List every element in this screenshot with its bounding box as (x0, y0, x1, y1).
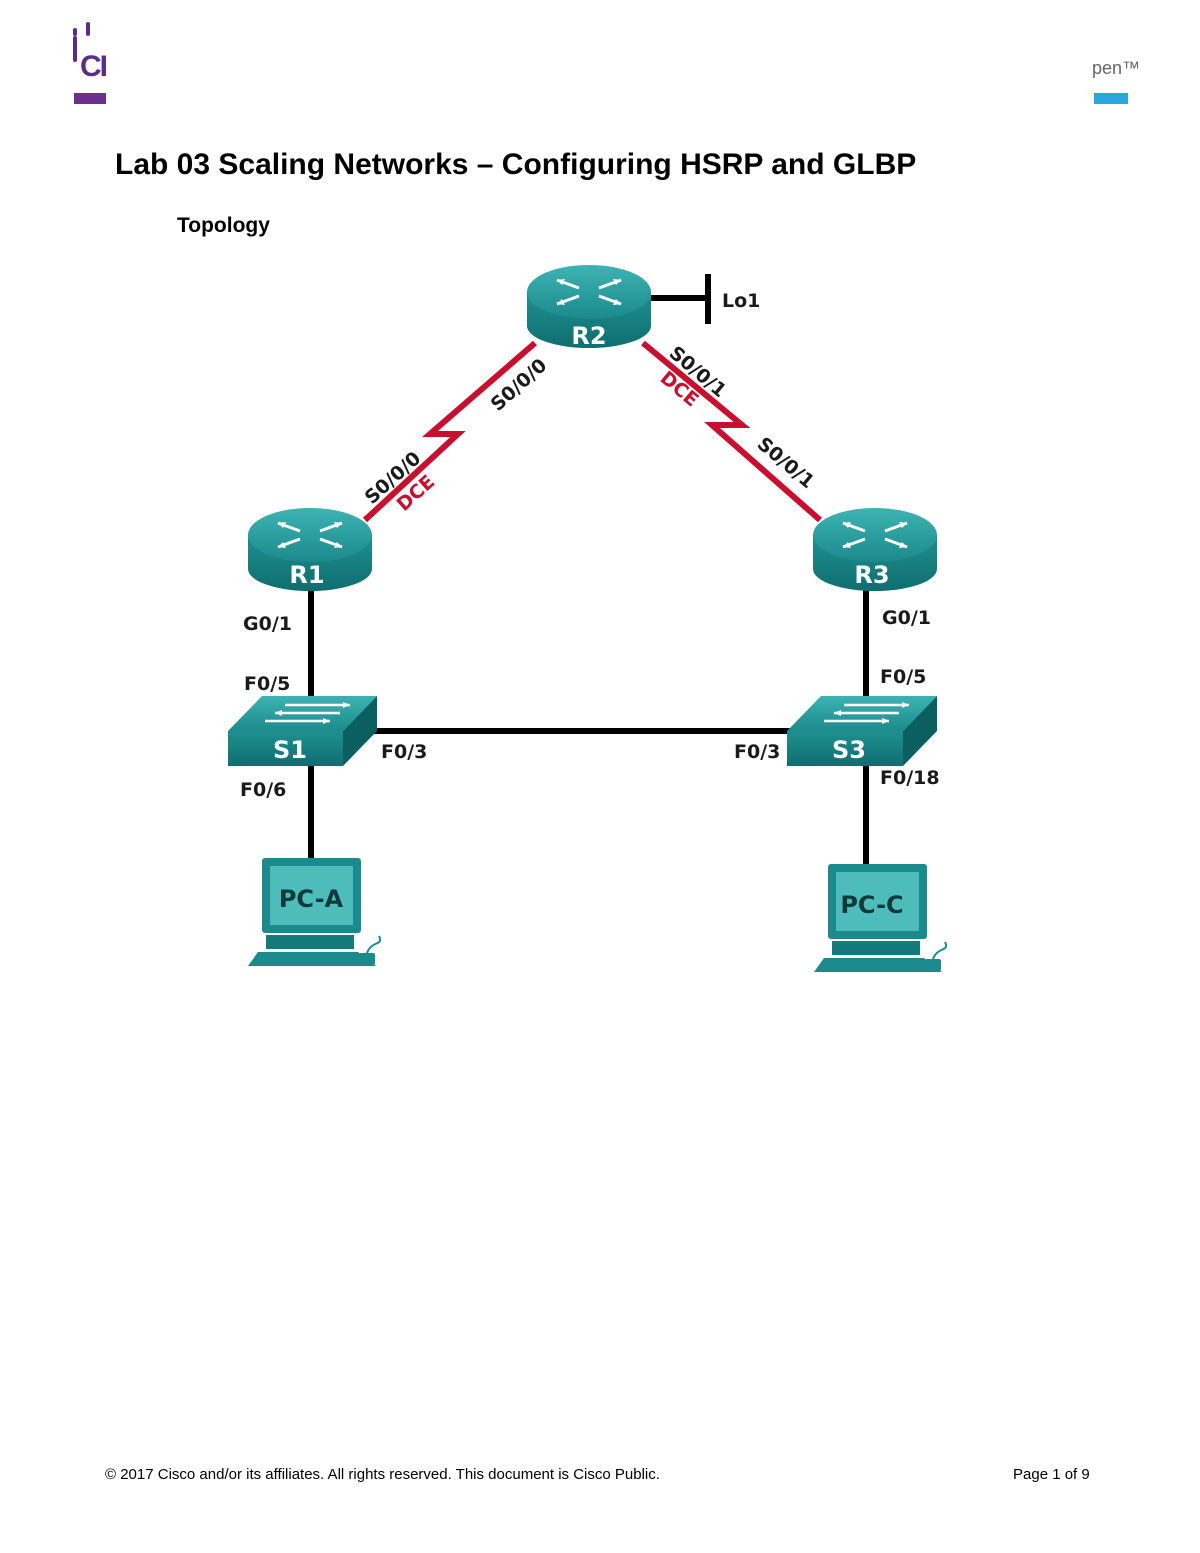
brand-partial-left: CI (80, 50, 108, 83)
label-s1-f06: F0/6 (240, 779, 286, 801)
footer-page-number: Page 1 of 9 (1013, 1466, 1090, 1483)
ethernet-links (308, 274, 869, 865)
footer-copyright: © 2017 Cisco and/or its affiliates. All … (105, 1466, 660, 1483)
switch-s1-label: S1 (273, 736, 307, 764)
label-r1-g01: G0/1 (243, 613, 292, 635)
router-r1[interactable]: R1 (248, 508, 372, 591)
pc-c-label: PC-C (840, 891, 903, 919)
label-r3-g01: G0/1 (882, 607, 931, 629)
serial-link-r1-r2 (362, 340, 537, 523)
switch-s3-label: S3 (832, 736, 866, 764)
section-heading-topology: Topology (177, 214, 270, 237)
label-s3-f03: F0/3 (734, 741, 780, 763)
label-lo1: Lo1 (722, 290, 760, 312)
label-r3-s001: S0/0/1 (753, 433, 819, 493)
pc-c[interactable]: PC-C (814, 864, 948, 972)
pc-a[interactable]: PC-A (248, 858, 382, 966)
switch-s1[interactable]: S1 (228, 696, 377, 766)
cisco-logo: CI (70, 18, 110, 108)
header-accent-bar-blue (1094, 93, 1128, 104)
router-r3-label: R3 (854, 561, 889, 589)
brand-partial-right: pen™ (1092, 58, 1141, 78)
switch-s3[interactable]: S3 (787, 696, 937, 766)
label-r2-s000: S0/0/0 (487, 354, 552, 415)
label-s3-f05: F0/5 (880, 666, 926, 688)
cisco-bars-icon (73, 18, 110, 62)
router-r1-label: R1 (289, 561, 324, 589)
label-s1-f05: F0/5 (244, 673, 290, 695)
header-accent-bar-purple (74, 93, 106, 104)
pc-a-label: PC-A (279, 885, 344, 913)
label-s3-f018: F0/18 (880, 767, 940, 789)
router-r3[interactable]: R3 (813, 508, 937, 591)
page-title: Lab 03 Scaling Networks – Configuring HS… (115, 148, 917, 181)
serial-link-r2-r3 (641, 340, 822, 523)
label-s1-f03: F0/3 (381, 741, 427, 763)
router-r2-label: R2 (571, 322, 606, 350)
serial-links (362, 340, 822, 523)
router-r2[interactable]: R2 (527, 265, 651, 350)
